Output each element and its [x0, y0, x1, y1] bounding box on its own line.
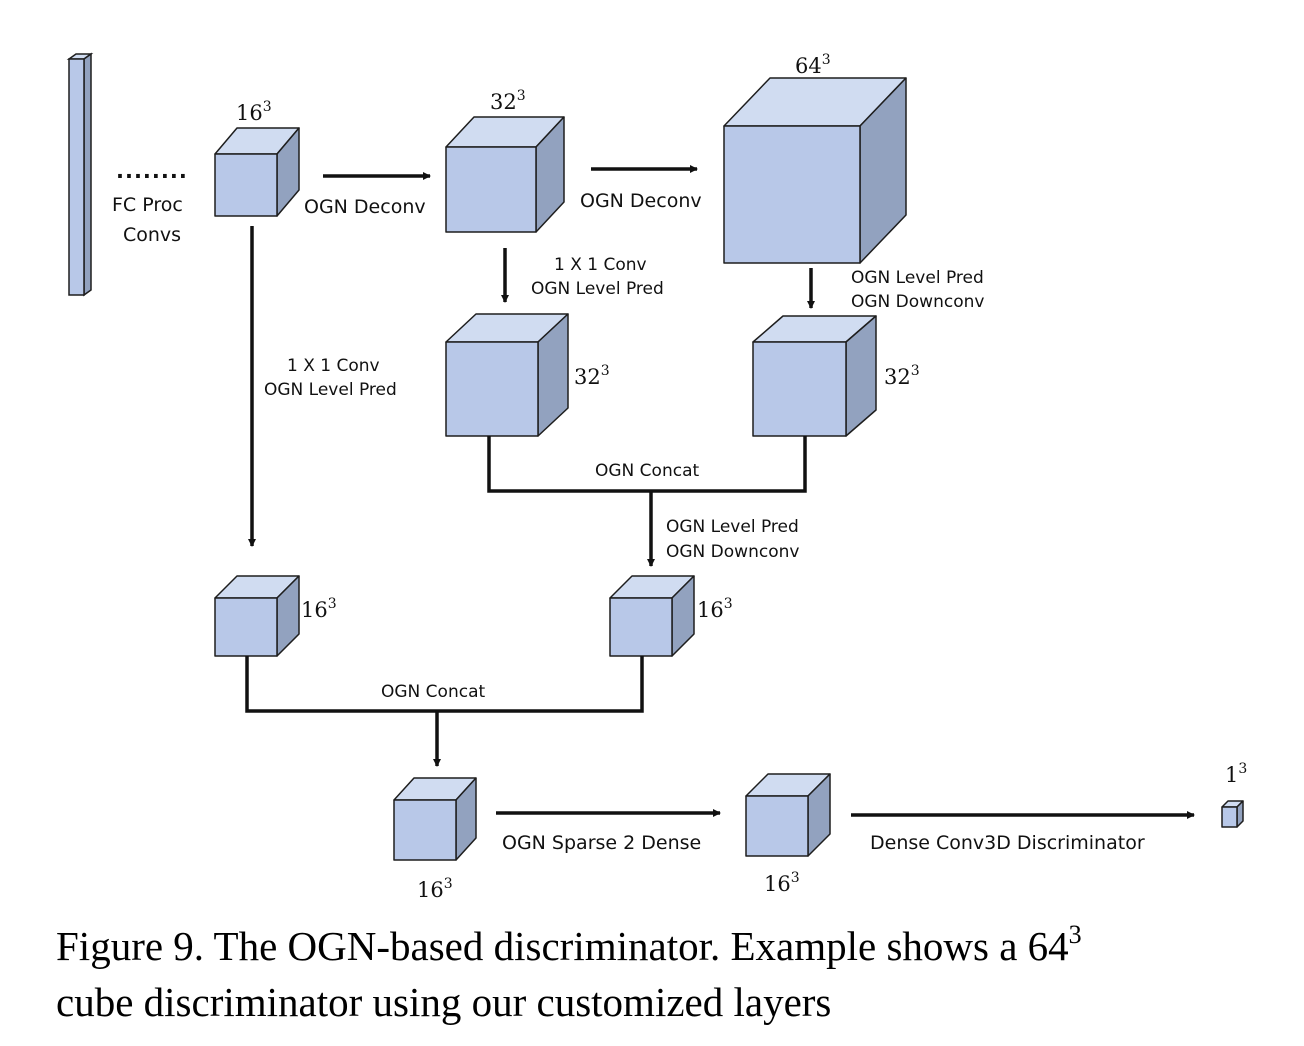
levelpred-label-d: OGN Level Pred	[666, 517, 799, 537]
concat-label-upper: OGN Concat	[595, 461, 699, 481]
cube-1-output	[1221, 800, 1244, 828]
cube-16-bottom-b	[745, 773, 831, 857]
concat-bracket-upper	[487, 436, 807, 493]
conv1x1-label-a: 1 X 1 Conv	[554, 255, 647, 275]
caption-text-line2: cube discriminator using our customized …	[56, 979, 832, 1025]
cube-32-mid-b	[752, 315, 877, 437]
deconv-label-2: OGN Deconv	[580, 190, 702, 212]
dimension-labels: 163 323 643 323 323 163 163 163 163 13	[236, 52, 1247, 902]
dim-16-low-a: 163	[301, 596, 337, 622]
dim-16-top: 163	[236, 99, 272, 125]
caption-superscript: 3	[1068, 920, 1082, 949]
cube-16-low-b	[609, 575, 695, 657]
cube-32-mid-a	[445, 313, 569, 437]
dim-1-output: 13	[1225, 761, 1247, 787]
cube-16-low-a	[214, 575, 300, 657]
sparse2dense-label: OGN Sparse 2 Dense	[502, 832, 701, 854]
connectors	[245, 165, 1195, 819]
deconv-label-1: OGN Deconv	[304, 196, 426, 218]
dim-64-top: 643	[795, 52, 831, 78]
levelpred-label-a: OGN Level Pred	[531, 279, 664, 299]
cube-16-bottom-a	[393, 777, 477, 861]
dim-32-mid-b: 323	[884, 363, 920, 389]
figure-caption: Figure 9. The OGN-based discriminator. E…	[56, 918, 1296, 1030]
dots-label: ........	[116, 159, 188, 183]
cube-64-top	[723, 77, 907, 264]
fc-proc-label: FC Proc	[112, 194, 183, 216]
fc-input-bar	[66, 52, 94, 297]
dense-discriminator-label: Dense Conv3D Discriminator	[870, 832, 1145, 854]
downconv-label-c: OGN Downconv	[851, 292, 984, 312]
caption-text: Figure 9. The OGN-based discriminator. E…	[56, 923, 1069, 969]
dim-32-mid-a: 323	[574, 363, 610, 389]
dim-16-bottom-a: 163	[417, 876, 453, 902]
concat-label-lower: OGN Concat	[381, 682, 485, 702]
dim-16-low-b: 163	[697, 596, 733, 622]
ogn-discriminator-diagram: ........ FC Proc Convs OGN Deconv OGN De…	[66, 52, 1247, 902]
levelpred-label-c: OGN Level Pred	[851, 268, 984, 288]
dim-16-bottom-b: 163	[764, 870, 800, 896]
convs-label: Convs	[123, 224, 181, 246]
concat-bracket-lower	[245, 656, 644, 713]
cube-32-top	[445, 116, 565, 233]
dim-32-top: 323	[490, 88, 526, 114]
cube-16-top	[214, 127, 300, 217]
levelpred-label-b: OGN Level Pred	[264, 380, 397, 400]
conv1x1-label-b: 1 X 1 Conv	[287, 356, 380, 376]
downconv-label-d: OGN Downconv	[666, 542, 799, 562]
operation-labels: ........ FC Proc Convs OGN Deconv OGN De…	[112, 159, 1145, 854]
